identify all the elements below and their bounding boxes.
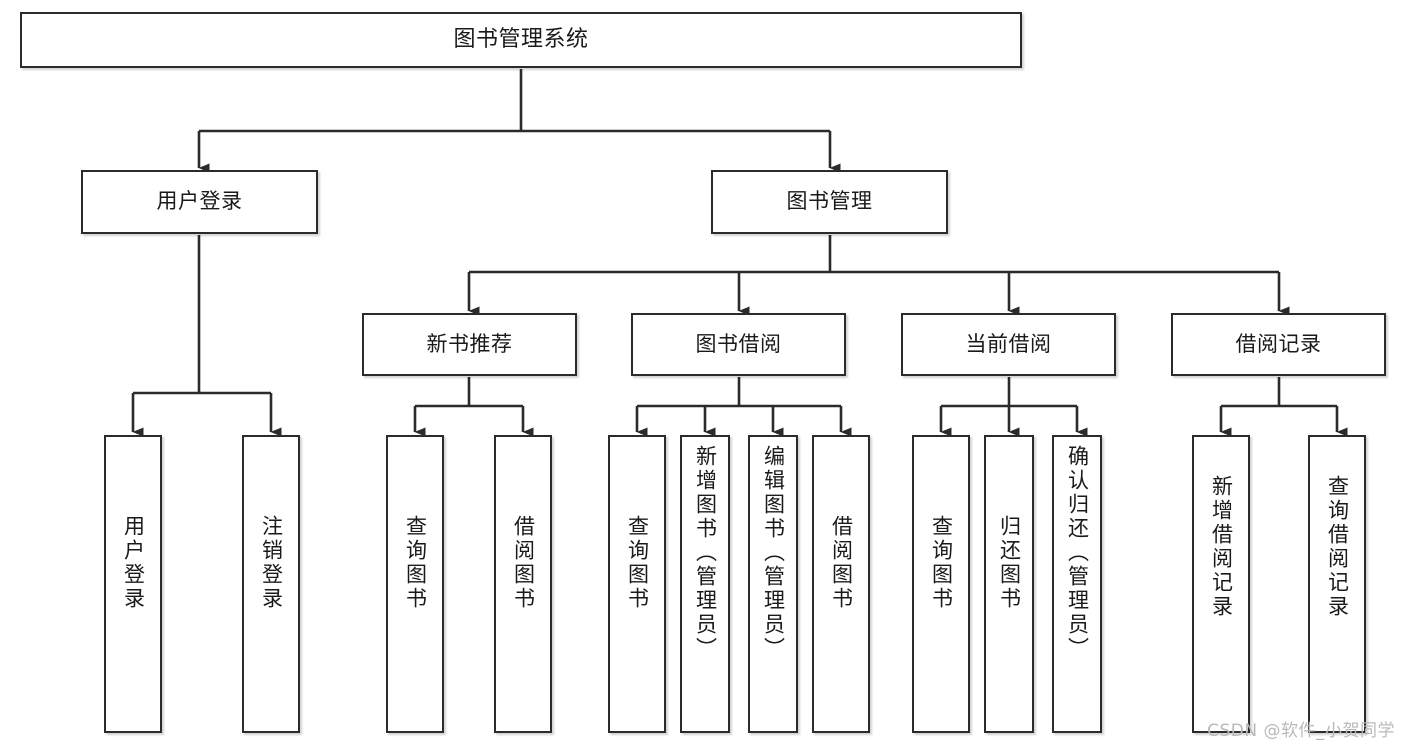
node-label: 借阅记录 [1235,331,1322,356]
node-label: 注销登录 [259,515,284,611]
node-label: 借阅图书 [511,515,536,611]
node-label: 图书管理 [786,189,873,214]
node-label: 查询借阅记录 [1325,475,1350,619]
leaf-record-add-record[interactable]: 新增借阅记录 [1192,435,1250,733]
node-label: 图书管理系统 [453,26,589,52]
node-label: 新书推荐 [426,331,513,356]
node-label: 当前借阅 [965,331,1052,356]
node-root-system[interactable]: 图书管理系统 [20,12,1022,68]
leaf-user-logout[interactable]: 注销登录 [242,435,300,733]
node-new-book-recommend[interactable]: 新书推荐 [362,313,577,376]
connector-current-to-leaves [939,377,1088,437]
node-label: 查询图书 [929,515,954,611]
connector-userlogin-to-leaves [131,235,282,437]
leaf-user-login[interactable]: 用户登录 [104,435,162,733]
node-book-borrow[interactable]: 图书借阅 [631,313,846,376]
node-label: 归还图书 [997,515,1022,611]
csdn-watermark: CSDN @软件_小贺同学 [1207,721,1395,741]
leaf-newbook-query-book[interactable]: 查询图书 [386,435,444,733]
node-label: 用户登录 [121,515,146,611]
leaf-borrow-query-book[interactable]: 查询图书 [608,435,666,733]
leaf-borrow-add-book-admin[interactable]: 新增图书（管理员） [680,435,730,733]
leaf-current-return-book[interactable]: 归还图书 [984,435,1034,733]
connector-bookmgmt-to-level3 [467,235,1290,316]
leaf-current-query-book[interactable]: 查询图书 [912,435,970,733]
node-label: 借阅图书 [829,515,854,611]
leaf-current-confirm-return-admin[interactable]: 确认归还（管理员） [1052,435,1102,733]
node-user-login[interactable]: 用户登录 [81,170,318,234]
node-current-borrow[interactable]: 当前借阅 [901,313,1116,376]
node-label: 图书借阅 [695,331,782,356]
node-label: 新增图书（管理员） [693,445,718,661]
node-label: 编辑图书（管理员） [761,445,786,661]
leaf-borrow-borrow-book[interactable]: 借阅图书 [812,435,870,733]
leaf-newbook-borrow-book[interactable]: 借阅图书 [494,435,552,733]
leaf-borrow-edit-book-admin[interactable]: 编辑图书（管理员） [748,435,798,733]
node-book-management[interactable]: 图书管理 [711,170,948,234]
connector-record-to-leaves [1219,377,1348,437]
leaf-record-query-record[interactable]: 查询借阅记录 [1308,435,1366,733]
connector-newbook-to-leaves [413,377,534,437]
connector-root-to-level2 [197,69,841,173]
node-label: 新增借阅记录 [1209,475,1234,619]
node-label: 查询图书 [625,515,650,611]
node-label: 确认归还（管理员） [1065,445,1090,661]
node-label: 查询图书 [403,515,428,611]
connector-borrow-to-leaves [635,377,852,437]
node-borrow-record[interactable]: 借阅记录 [1171,313,1386,376]
node-label: 用户登录 [156,189,243,214]
